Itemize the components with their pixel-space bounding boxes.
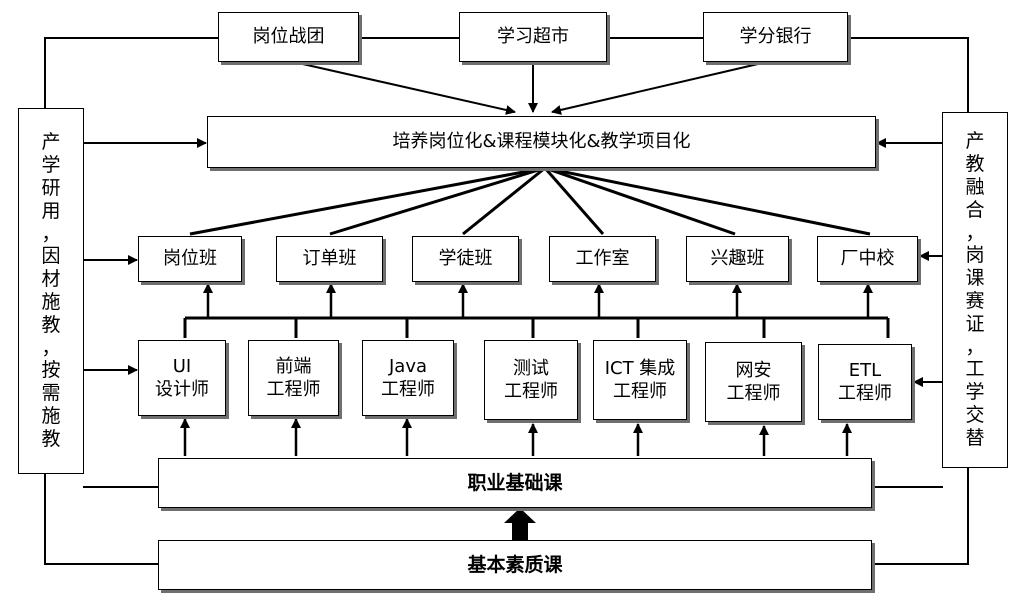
role-line2-2: 工程师 xyxy=(266,379,321,400)
role-line1-7: ETL xyxy=(848,359,882,381)
class-label-5: 兴趣班 xyxy=(710,248,765,270)
center-banner-label: 培养岗位化&课程模块化&教学项目化 xyxy=(392,131,691,153)
left-side-char: 产 xyxy=(41,131,61,154)
right-side-char: 岗 xyxy=(965,244,985,267)
vocational-basics-label: 职业基础课 xyxy=(467,471,563,494)
left-side-char: ， xyxy=(41,222,61,245)
class-box-3: 学徒班 xyxy=(412,236,519,282)
left-side-char: 学 xyxy=(41,154,61,177)
frame-top-left xyxy=(44,37,218,108)
class-label-2: 订单班 xyxy=(302,248,357,270)
credit-bank-box: 学分银行 xyxy=(703,12,848,62)
left-side-char: 教 xyxy=(41,313,61,336)
role-line1-6: 网安 xyxy=(735,359,772,381)
center-banner-box: 培养岗位化&课程模块化&教学项目化 xyxy=(207,116,876,168)
learning-market-box: 学习超市 xyxy=(459,12,607,62)
left-side-char: ， xyxy=(41,336,61,359)
left-side-char: 用 xyxy=(41,199,61,222)
right-side-char: 学 xyxy=(965,381,985,404)
frame-top-right xyxy=(848,37,969,112)
fan-line-4 xyxy=(543,167,605,235)
right-side-box: 产教融合，岗课赛证，工学交替 xyxy=(942,112,1008,468)
role-line1-4: 测试 xyxy=(513,357,549,379)
role-box-5: ICT 集成工程师 xyxy=(593,340,687,420)
role-box-4: 测试工程师 xyxy=(484,340,578,420)
right-side-char: 工 xyxy=(965,358,985,381)
right-side-char: ， xyxy=(965,335,985,358)
block-arrow-up xyxy=(504,508,536,540)
frame-bottom-right xyxy=(872,468,969,565)
role-line1-3: Java xyxy=(388,355,428,377)
class-box-1: 岗位班 xyxy=(138,236,242,282)
credit-bank-label: 学分银行 xyxy=(739,26,812,48)
left-side-char: 按 xyxy=(41,359,61,382)
fan-line-1 xyxy=(189,166,546,236)
left-side-char: 施 xyxy=(41,291,61,313)
right-side-label: 产教融合，岗课赛证，工学交替 xyxy=(965,130,984,449)
class-label-6: 厂中校 xyxy=(840,248,895,270)
left-side-char: 教 xyxy=(41,427,61,450)
class-box-6: 厂中校 xyxy=(817,236,918,282)
right-side-char: 教 xyxy=(965,153,985,176)
class-box-5: 兴趣班 xyxy=(686,236,789,282)
class-box-2: 订单班 xyxy=(276,236,383,282)
role-line2-1: 设计师 xyxy=(155,379,209,400)
fan-line-5 xyxy=(544,166,736,236)
right-side-char: 融 xyxy=(965,176,985,199)
right-side-char: 替 xyxy=(965,426,985,449)
role-line2-5: 工程师 xyxy=(613,381,667,402)
right-side-char: ， xyxy=(965,221,985,244)
left-side-char: 需 xyxy=(41,382,61,405)
left-side-box: 产学研用，因材施教，按需施教 xyxy=(18,108,84,474)
left-side-char: 因 xyxy=(41,245,61,268)
role-line1-2: 前端 xyxy=(275,355,312,377)
role-line2-3: 工程师 xyxy=(381,379,435,400)
role-line2-4: 工程师 xyxy=(504,381,558,402)
basic-quality-label: 基本素质课 xyxy=(467,553,563,576)
arrow-post-team-to-banner xyxy=(284,59,516,115)
fan-line-3 xyxy=(462,166,546,236)
role-line2-6: 工程师 xyxy=(726,383,781,404)
post-team-box: 岗位战团 xyxy=(218,12,359,62)
arrow-bank-to-banner xyxy=(551,59,776,115)
role-line1-1: UI xyxy=(172,355,192,377)
post-team-label: 岗位战团 xyxy=(252,26,325,48)
learning-market-label: 学习超市 xyxy=(497,26,569,48)
left-side-char: 材 xyxy=(41,268,61,291)
left-side-label: 产学研用，因材施教，按需施教 xyxy=(41,131,60,450)
right-side-char: 交 xyxy=(965,403,985,426)
left-side-char: 研 xyxy=(41,177,61,200)
class-label-4: 工作室 xyxy=(575,248,630,270)
right-side-char: 证 xyxy=(965,312,985,335)
left-side-char: 施 xyxy=(41,404,61,427)
basic-quality-box: 基本素质课 xyxy=(158,540,872,590)
right-side-char: 产 xyxy=(965,130,985,153)
role-box-6: 网安工程师 xyxy=(705,342,802,422)
role-box-2: 前端工程师 xyxy=(248,340,339,416)
fan-line-6 xyxy=(544,166,871,236)
class-label-3: 学徒班 xyxy=(438,248,493,270)
right-side-char: 赛 xyxy=(965,290,985,312)
right-side-char: 课 xyxy=(965,267,985,290)
class-label-1: 岗位班 xyxy=(163,248,217,270)
right-side-char: 合 xyxy=(965,198,985,221)
class-box-4: 工作室 xyxy=(549,236,656,282)
frame-bottom-left xyxy=(44,474,158,565)
fan-line-2 xyxy=(329,166,546,236)
role-line1-5: ICT 集成 xyxy=(604,357,676,379)
role-line2-7: 工程师 xyxy=(838,383,892,404)
vocational-basics-box: 职业基础课 xyxy=(158,458,872,508)
